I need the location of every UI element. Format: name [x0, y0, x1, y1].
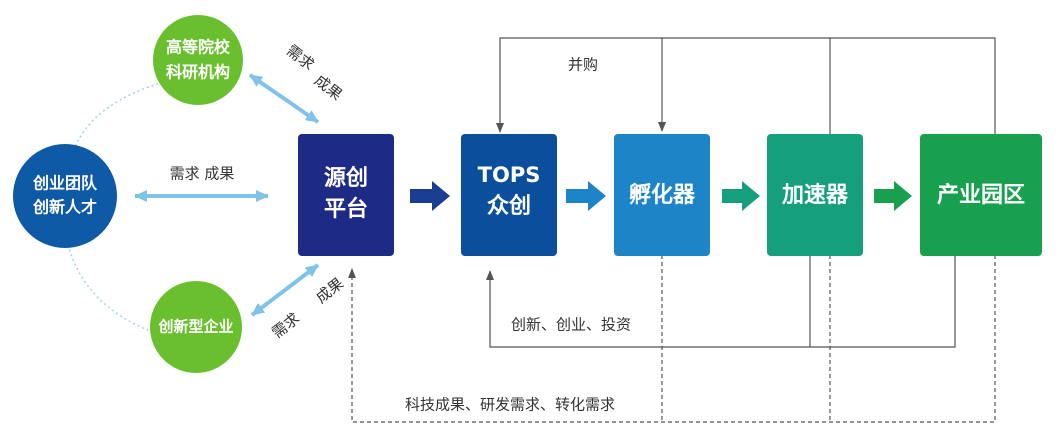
stage-arrow-1 [410, 181, 450, 211]
incubator-label: 孵化器 [629, 182, 696, 208]
stage-arrow-2 [566, 181, 606, 211]
merger-label: 并购 [568, 56, 598, 74]
tops-box [461, 134, 557, 256]
innovation-loop-line [486, 255, 956, 348]
industrial-park-label: 产业园区 [937, 183, 1025, 208]
team-line1: 创业团队 [32, 174, 98, 193]
source-platform-box [298, 134, 394, 256]
team-node [13, 144, 117, 248]
accelerator-label: 加速器 [781, 182, 849, 208]
incubator-box [614, 134, 710, 256]
industrial-park-box [920, 134, 1042, 256]
merger-top-line [496, 37, 996, 135]
university-line2: 科研机构 [166, 63, 230, 82]
university-line1: 高等院校 [166, 38, 231, 57]
upper-demand-result-arrow [248, 73, 320, 124]
upper-demand-label: 需求 [283, 41, 318, 74]
lower-result-label: 成果 [312, 274, 347, 307]
accelerator-box [767, 134, 863, 256]
lower-demand-result-arrow [250, 263, 320, 317]
feedback-label: 科技成果、研发需求、转化需求 [405, 396, 615, 414]
innovation-label: 创新、创业、投资 [511, 316, 631, 334]
middle-link-label: 需求 成果 [170, 165, 235, 183]
enterprise-label: 创新型企业 [157, 318, 233, 336]
tops-line1: TOPS [478, 163, 541, 187]
upper-result-label: 成果 [311, 71, 346, 104]
source-platform-line1: 源创 [324, 166, 368, 191]
stage-arrow-4 [874, 181, 912, 211]
university-node [153, 15, 243, 105]
stage-arrow-3 [722, 181, 760, 211]
tops-line2: 众创 [487, 194, 531, 219]
enterprise-node [150, 281, 242, 373]
lower-demand-label: 需求 [268, 309, 303, 342]
team-line2: 创新人才 [32, 198, 97, 217]
source-platform-line2: 平台 [324, 196, 368, 222]
